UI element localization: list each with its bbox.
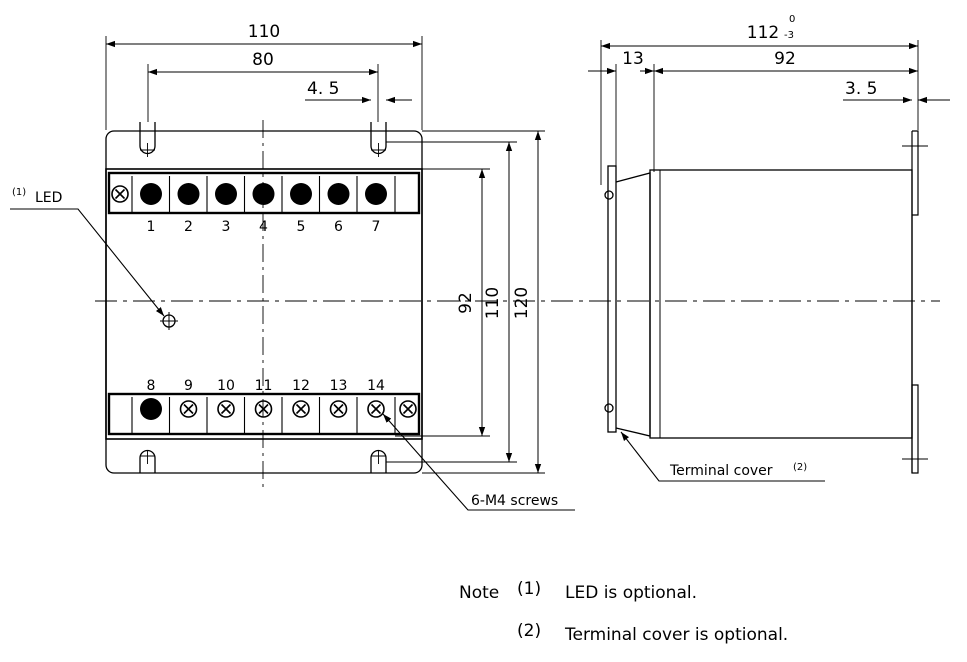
dim-112-depth: 112: [747, 23, 779, 43]
dim-tolerance-upper: 0: [789, 14, 795, 25]
mount-slot-bottom-right: [370, 449, 387, 473]
terminal-top-2: [177, 183, 200, 205]
led-superscript: (1): [12, 187, 26, 198]
led-indicator: [160, 312, 178, 330]
dim-4-5-slot: 4. 5: [307, 79, 339, 99]
bottom-terminal-block: [107, 392, 421, 436]
bottom-terminals: [140, 398, 417, 420]
mount-slot-top-right: [370, 122, 387, 157]
dim-13-cover: 13: [622, 49, 644, 69]
side-body: [649, 169, 913, 439]
terminal-label: 10: [217, 378, 235, 394]
bottom-end-screw-icon: [399, 400, 417, 418]
device-body: [105, 168, 423, 440]
terminal-label: 3: [222, 219, 231, 235]
cover-leader: [620, 431, 825, 482]
dim-92-terminal: 92: [456, 292, 476, 314]
led-leader: [10, 208, 165, 317]
dim-80-pitch: 80: [252, 50, 274, 70]
cover-superscript: (2): [793, 462, 807, 473]
terminal-top-1: [140, 183, 162, 205]
terminal-screw-icon: [179, 400, 198, 418]
cover-stud-top: [604, 190, 614, 200]
cover-stud-bottom: [604, 403, 614, 413]
terminal-label: 1: [147, 219, 156, 235]
screws-label: 6-M4 screws: [471, 493, 558, 509]
terminal-screw-icon: [329, 400, 348, 418]
dim-110-width: 110: [248, 22, 280, 42]
terminal-label: 12: [292, 378, 310, 394]
terminal-label: 8: [147, 378, 156, 394]
terminal-top-6: [327, 183, 350, 205]
terminal-top-5: [290, 183, 312, 205]
note2-text: Terminal cover is optional.: [564, 625, 788, 645]
dim-92-body: 92: [774, 49, 796, 69]
note1-text: LED is optional.: [565, 583, 697, 603]
side-view: [588, 40, 950, 482]
terminal-screw-icon: [217, 400, 235, 418]
screws-leader: [382, 413, 575, 511]
terminal-label: 6: [334, 219, 343, 235]
terminal-label: 13: [330, 378, 348, 394]
terminal-label: 5: [297, 219, 306, 235]
terminal-label: 14: [367, 378, 385, 394]
mount-slot-bottom-left: [139, 449, 156, 473]
terminal-top-3: [215, 183, 237, 205]
dim-120-height: 120: [512, 287, 532, 319]
front-view: [10, 36, 940, 511]
terminal-label: 7: [372, 219, 381, 235]
terminal-label: 9: [184, 378, 193, 394]
cover-label: Terminal cover: [669, 463, 773, 479]
terminal-label: 4: [259, 219, 268, 235]
terminal-label: 2: [184, 219, 193, 235]
dim-110-height: 110: [483, 287, 503, 319]
dim-tolerance-lower: -3: [784, 30, 794, 41]
top-terminals: [111, 183, 387, 205]
terminal-top-4: [252, 183, 275, 205]
note1-superscript: (1): [517, 579, 541, 599]
terminal-top-7: [365, 183, 387, 205]
terminal-label: 11: [255, 378, 273, 394]
top-terminal-block: [107, 171, 421, 215]
note2-superscript: (2): [517, 621, 541, 641]
dim-3-5-flange: 3. 5: [845, 79, 877, 99]
mount-slot-top-left: [139, 122, 156, 157]
side-base: [615, 172, 651, 437]
led-label: LED: [35, 190, 62, 206]
top-end-screw-icon: [111, 185, 129, 203]
terminal-cover: [607, 165, 617, 433]
terminal-screw-icon: [292, 400, 310, 418]
mounting-flange: [911, 130, 919, 474]
note-prefix: Note: [459, 583, 499, 603]
terminal-bottom-8: [140, 398, 162, 420]
terminal-screw-icon: [367, 400, 385, 418]
terminal-screw-icon: [254, 400, 273, 418]
